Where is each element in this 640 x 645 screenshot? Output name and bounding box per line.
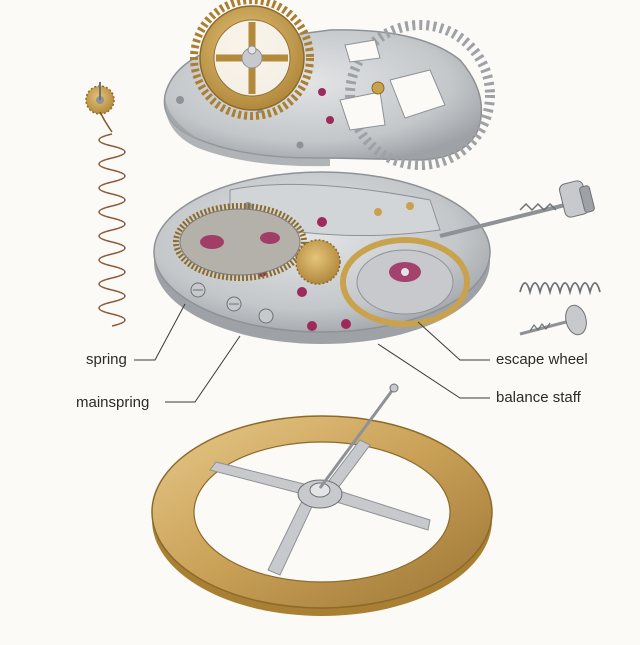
leader-balance-staff xyxy=(377,343,490,399)
label-mainspring: mainspring xyxy=(76,394,150,411)
barrel-wheel xyxy=(173,203,307,281)
leader-spring xyxy=(134,303,186,361)
setting-spring xyxy=(519,282,601,296)
top-brass-wheel xyxy=(190,0,314,120)
plate-gear-teeth xyxy=(345,20,495,170)
label-balance-staff: balance staff xyxy=(496,389,581,406)
escapement-cluster xyxy=(295,237,470,327)
label-spring: spring xyxy=(86,351,127,368)
balance-wheel xyxy=(151,383,493,616)
label-escape-wheel: escape wheel xyxy=(496,351,588,368)
leader-escape-wheel xyxy=(417,321,490,361)
leader-lines xyxy=(134,303,490,403)
leader-mainspring xyxy=(165,335,241,403)
crown-and-stem xyxy=(439,180,595,238)
screw-part xyxy=(519,304,587,336)
hairspring-assembly xyxy=(85,82,126,327)
